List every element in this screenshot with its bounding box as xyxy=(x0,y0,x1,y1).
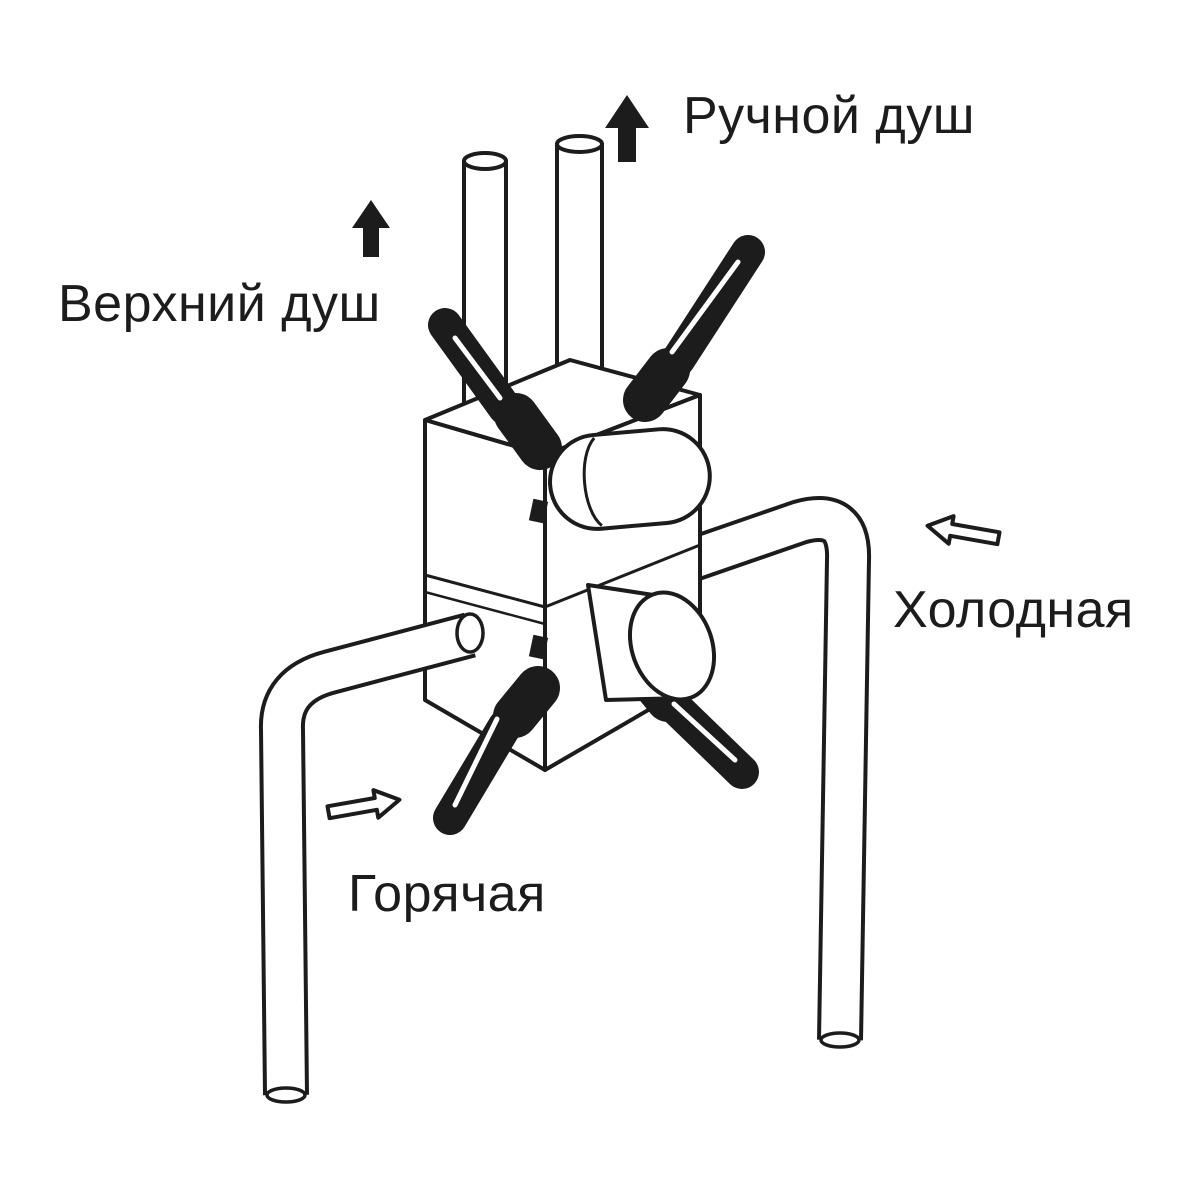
hot-water-label: Горячая xyxy=(348,865,546,923)
hand-shower-outlet-pipe xyxy=(555,134,604,400)
hot-inlet-arrow-icon xyxy=(325,788,402,821)
cold-water-label: Холодная xyxy=(893,581,1134,639)
cold-inlet-arrow-icon xyxy=(925,514,1002,547)
lower-knob-cylinder xyxy=(586,583,717,702)
hand-shower-label: Ручной душ xyxy=(683,87,975,145)
lever-top-right xyxy=(623,235,765,422)
lever-top-left xyxy=(428,308,562,470)
hand-shower-up-arrow-icon xyxy=(605,95,649,162)
upper-cartridge-capsule xyxy=(548,427,712,531)
cold-inlet-pipe xyxy=(682,496,872,1049)
hot-inlet-pipe xyxy=(258,612,485,1104)
overhead-shower-up-arrow-icon xyxy=(352,200,390,257)
lever-bottom-left xyxy=(433,666,560,835)
overhead-shower-label: Верхний душ xyxy=(58,275,381,333)
